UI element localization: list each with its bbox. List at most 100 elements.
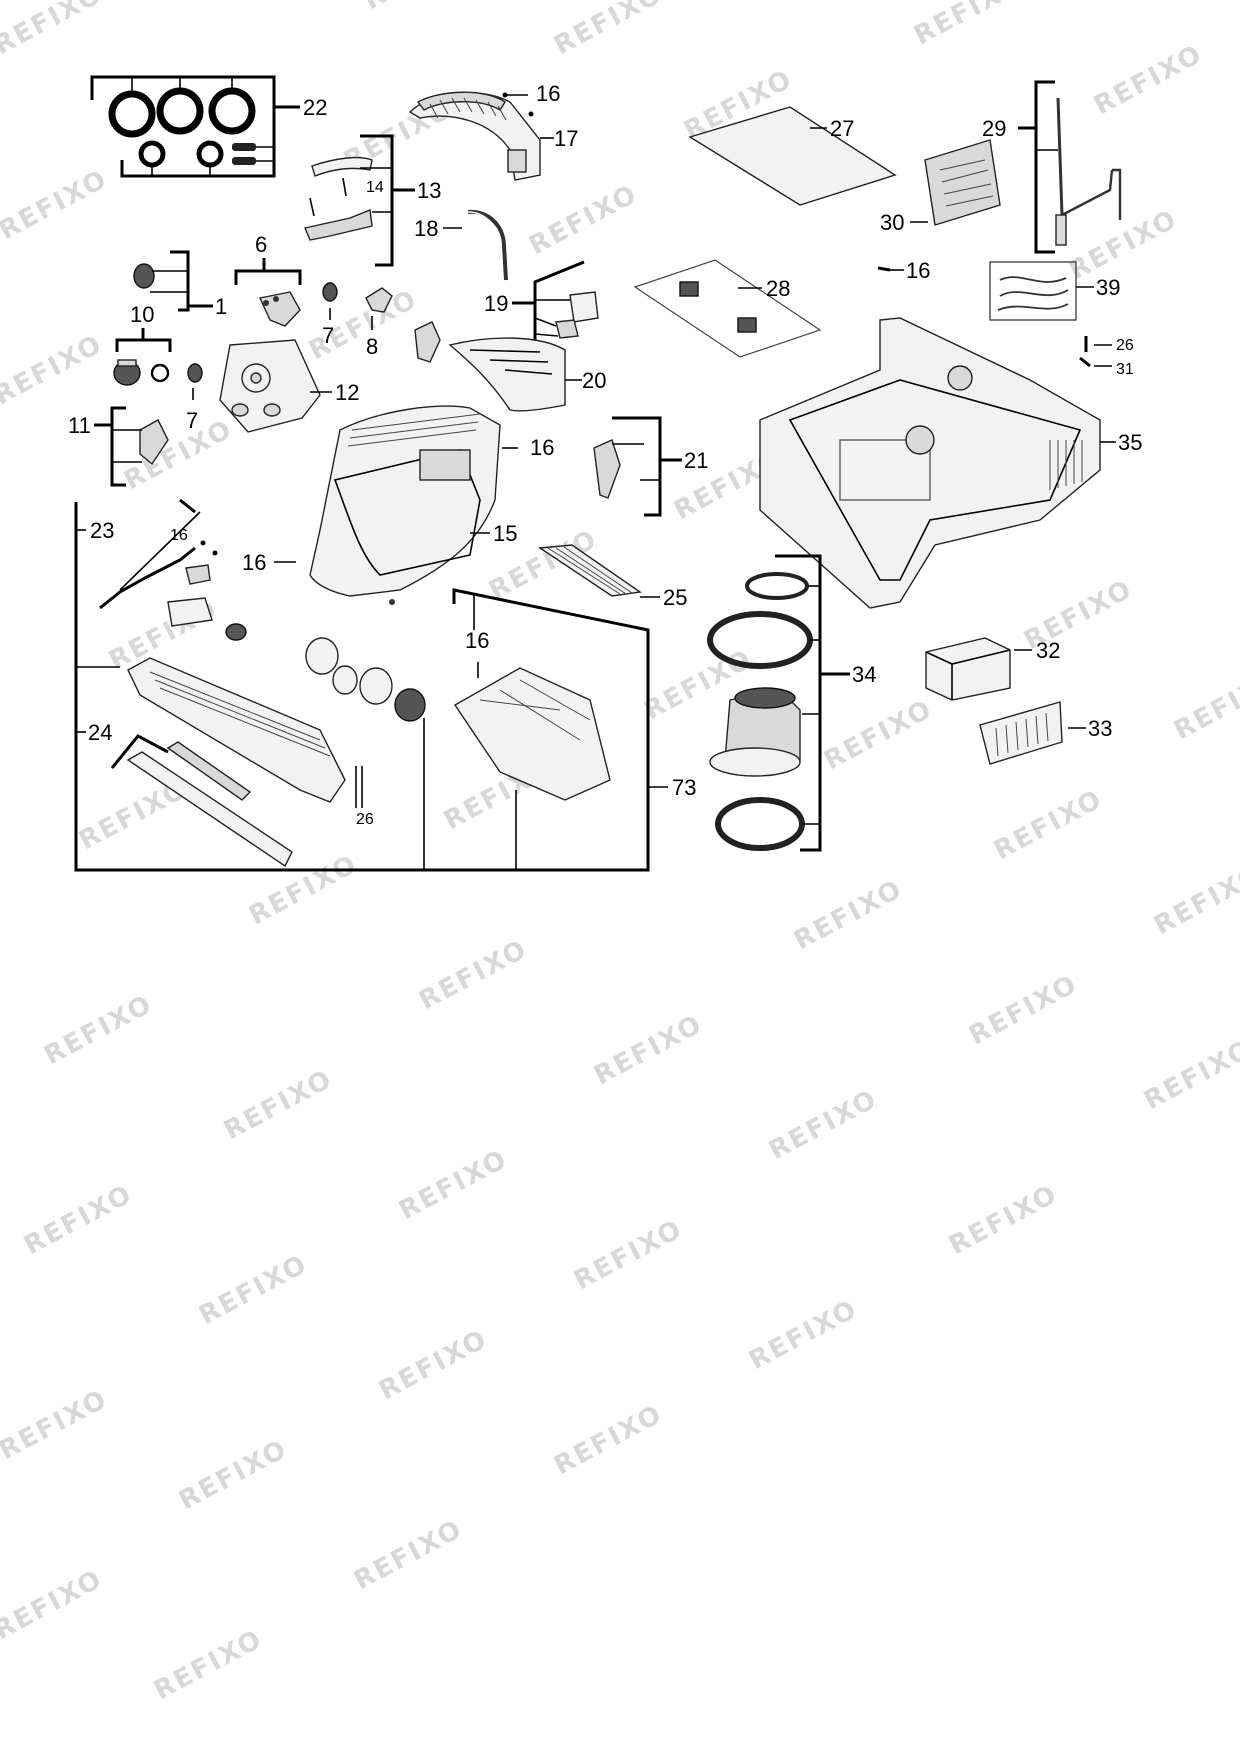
callout-16: 16	[242, 550, 266, 575]
watermark: REFIXO	[1089, 39, 1208, 121]
callout-16: 16	[530, 435, 554, 460]
part-15-top-housing: 16 15 16	[242, 405, 554, 605]
callout-25: 25	[663, 585, 687, 610]
callout-26: 26	[1116, 337, 1134, 354]
watermark: REFIXO	[1169, 664, 1240, 746]
watermark: REFIXO	[174, 1434, 293, 1516]
watermark: REFIXO	[0, 1564, 108, 1646]
callout-16: 16	[536, 81, 560, 106]
part-39-wiring: 39	[989, 261, 1120, 321]
callout-32: 32	[1036, 638, 1060, 663]
callout-27: 27	[830, 116, 854, 141]
callout-19: 19	[484, 291, 508, 316]
watermark: REFIXO	[119, 414, 238, 496]
watermark: REFIXO	[19, 1179, 138, 1261]
part-24-brush-bar: 24 26	[76, 657, 374, 868]
watermark: REFIXO	[1139, 1034, 1240, 1116]
part-10-cap-set: 10	[113, 302, 172, 386]
part-11-socket: 11	[68, 406, 169, 487]
watermark: REFIXO	[589, 1009, 708, 1091]
watermark: REFIXO	[989, 784, 1108, 866]
watermark: REFIXO	[0, 164, 113, 246]
callout-23: 23	[90, 518, 114, 543]
part-35-base-housing: 35	[759, 317, 1142, 609]
part-20-side-cover: 20	[414, 321, 606, 412]
part-19-filter-holder: 19	[484, 260, 599, 340]
callout-24: 24	[88, 720, 112, 745]
watermark: REFIXO	[414, 934, 533, 1016]
part-27-filter-plate: 27	[688, 106, 897, 206]
callout-12: 12	[335, 380, 359, 405]
watermark: REFIXO	[374, 1324, 493, 1406]
watermark: REFIXO	[819, 694, 938, 776]
watermark: REFIXO	[789, 874, 908, 956]
callout-26: 26	[356, 811, 374, 828]
callout-7: 7	[186, 408, 198, 433]
callout-16: 16	[465, 628, 489, 653]
part-1-switch-assembly: 1	[133, 250, 227, 319]
callout-11: 11	[68, 413, 91, 438]
part-23-group-frame: 23 16	[74, 498, 650, 872]
watermark: REFIXO	[909, 0, 1028, 51]
watermark: REFIXO	[0, 329, 108, 411]
callout-30: 30	[880, 210, 904, 235]
part-22-seal-set: 22	[90, 75, 327, 178]
watermark: REFIXO	[964, 969, 1083, 1051]
watermark: REFIXO	[194, 1249, 313, 1331]
part-18-hose: 18	[414, 209, 508, 281]
callout-31: 31	[1116, 361, 1134, 378]
watermark: REFIXO	[944, 1179, 1063, 1261]
callout-22: 22	[303, 95, 327, 120]
watermark: REFIXO	[1149, 859, 1240, 941]
part-7-connector: 7	[322, 282, 338, 348]
callout-10: 10	[130, 302, 154, 327]
callout-17: 17	[554, 126, 578, 151]
part-7-connector-lower: 7	[186, 363, 203, 433]
part-73-duct: 16 73	[305, 595, 696, 870]
watermark: REFIXO	[39, 989, 158, 1071]
watermark: REFIXO	[0, 0, 108, 61]
part-33-grille: 33	[979, 701, 1112, 765]
callout-7: 7	[322, 323, 334, 348]
watermark: REFIXO	[244, 849, 363, 931]
callout-14: 14	[366, 179, 384, 196]
callout-35: 35	[1118, 430, 1142, 455]
callout-1: 1	[215, 294, 227, 319]
watermark: REFIXO	[349, 1514, 468, 1596]
callout-21: 21	[684, 448, 708, 473]
part-21-latch: 21	[593, 416, 708, 517]
part-29-probe-assembly: 29	[982, 80, 1122, 254]
callout-15: 15	[493, 521, 517, 546]
watermark: REFIXO	[219, 1064, 338, 1146]
part-12-control-panel: 12	[219, 339, 359, 433]
watermark: REFIXO	[1064, 204, 1183, 286]
callout-13: 13	[417, 178, 441, 203]
watermark: REFIXO	[524, 179, 643, 261]
part-30-circuit-board: 30	[880, 139, 1001, 235]
watermark: REFIXO	[359, 0, 478, 16]
watermark: REFIXO	[549, 1399, 668, 1481]
part-8-bracket: 8	[365, 287, 393, 359]
watermark: REFIXO	[549, 0, 668, 61]
watermark: REFIXO	[394, 1144, 513, 1226]
part-34-motor-assembly: 34	[707, 554, 876, 852]
part-13-handle-assembly: 13 14	[304, 134, 441, 267]
callout-16: 16	[906, 258, 930, 283]
part-16-screw-center: 16	[600, 75, 624, 100]
watermark-layer: REFIXO REFIXO REFIXO REFIXO REFIXO REFIX…	[0, 0, 1240, 1706]
part-16-screw-right: 16	[877, 258, 930, 283]
watermark: REFIXO	[764, 1084, 883, 1166]
part-25-filter-strip: 25	[537, 544, 687, 610]
part-28-foam-sheet: 28	[633, 259, 822, 358]
callout-16: 16	[170, 527, 188, 544]
callout-6: 6	[255, 232, 267, 257]
callout-39: 39	[1096, 275, 1120, 300]
callout-34: 34	[852, 662, 876, 687]
part-17-handle-cover: 17 16	[408, 81, 578, 181]
callout-8: 8	[366, 334, 378, 359]
callout-33: 33	[1088, 716, 1112, 741]
part-26-31-screws: 26 31	[1079, 336, 1134, 378]
callout-18: 18	[414, 216, 438, 241]
callout-73: 73	[672, 775, 696, 800]
callout-20: 20	[582, 368, 606, 393]
